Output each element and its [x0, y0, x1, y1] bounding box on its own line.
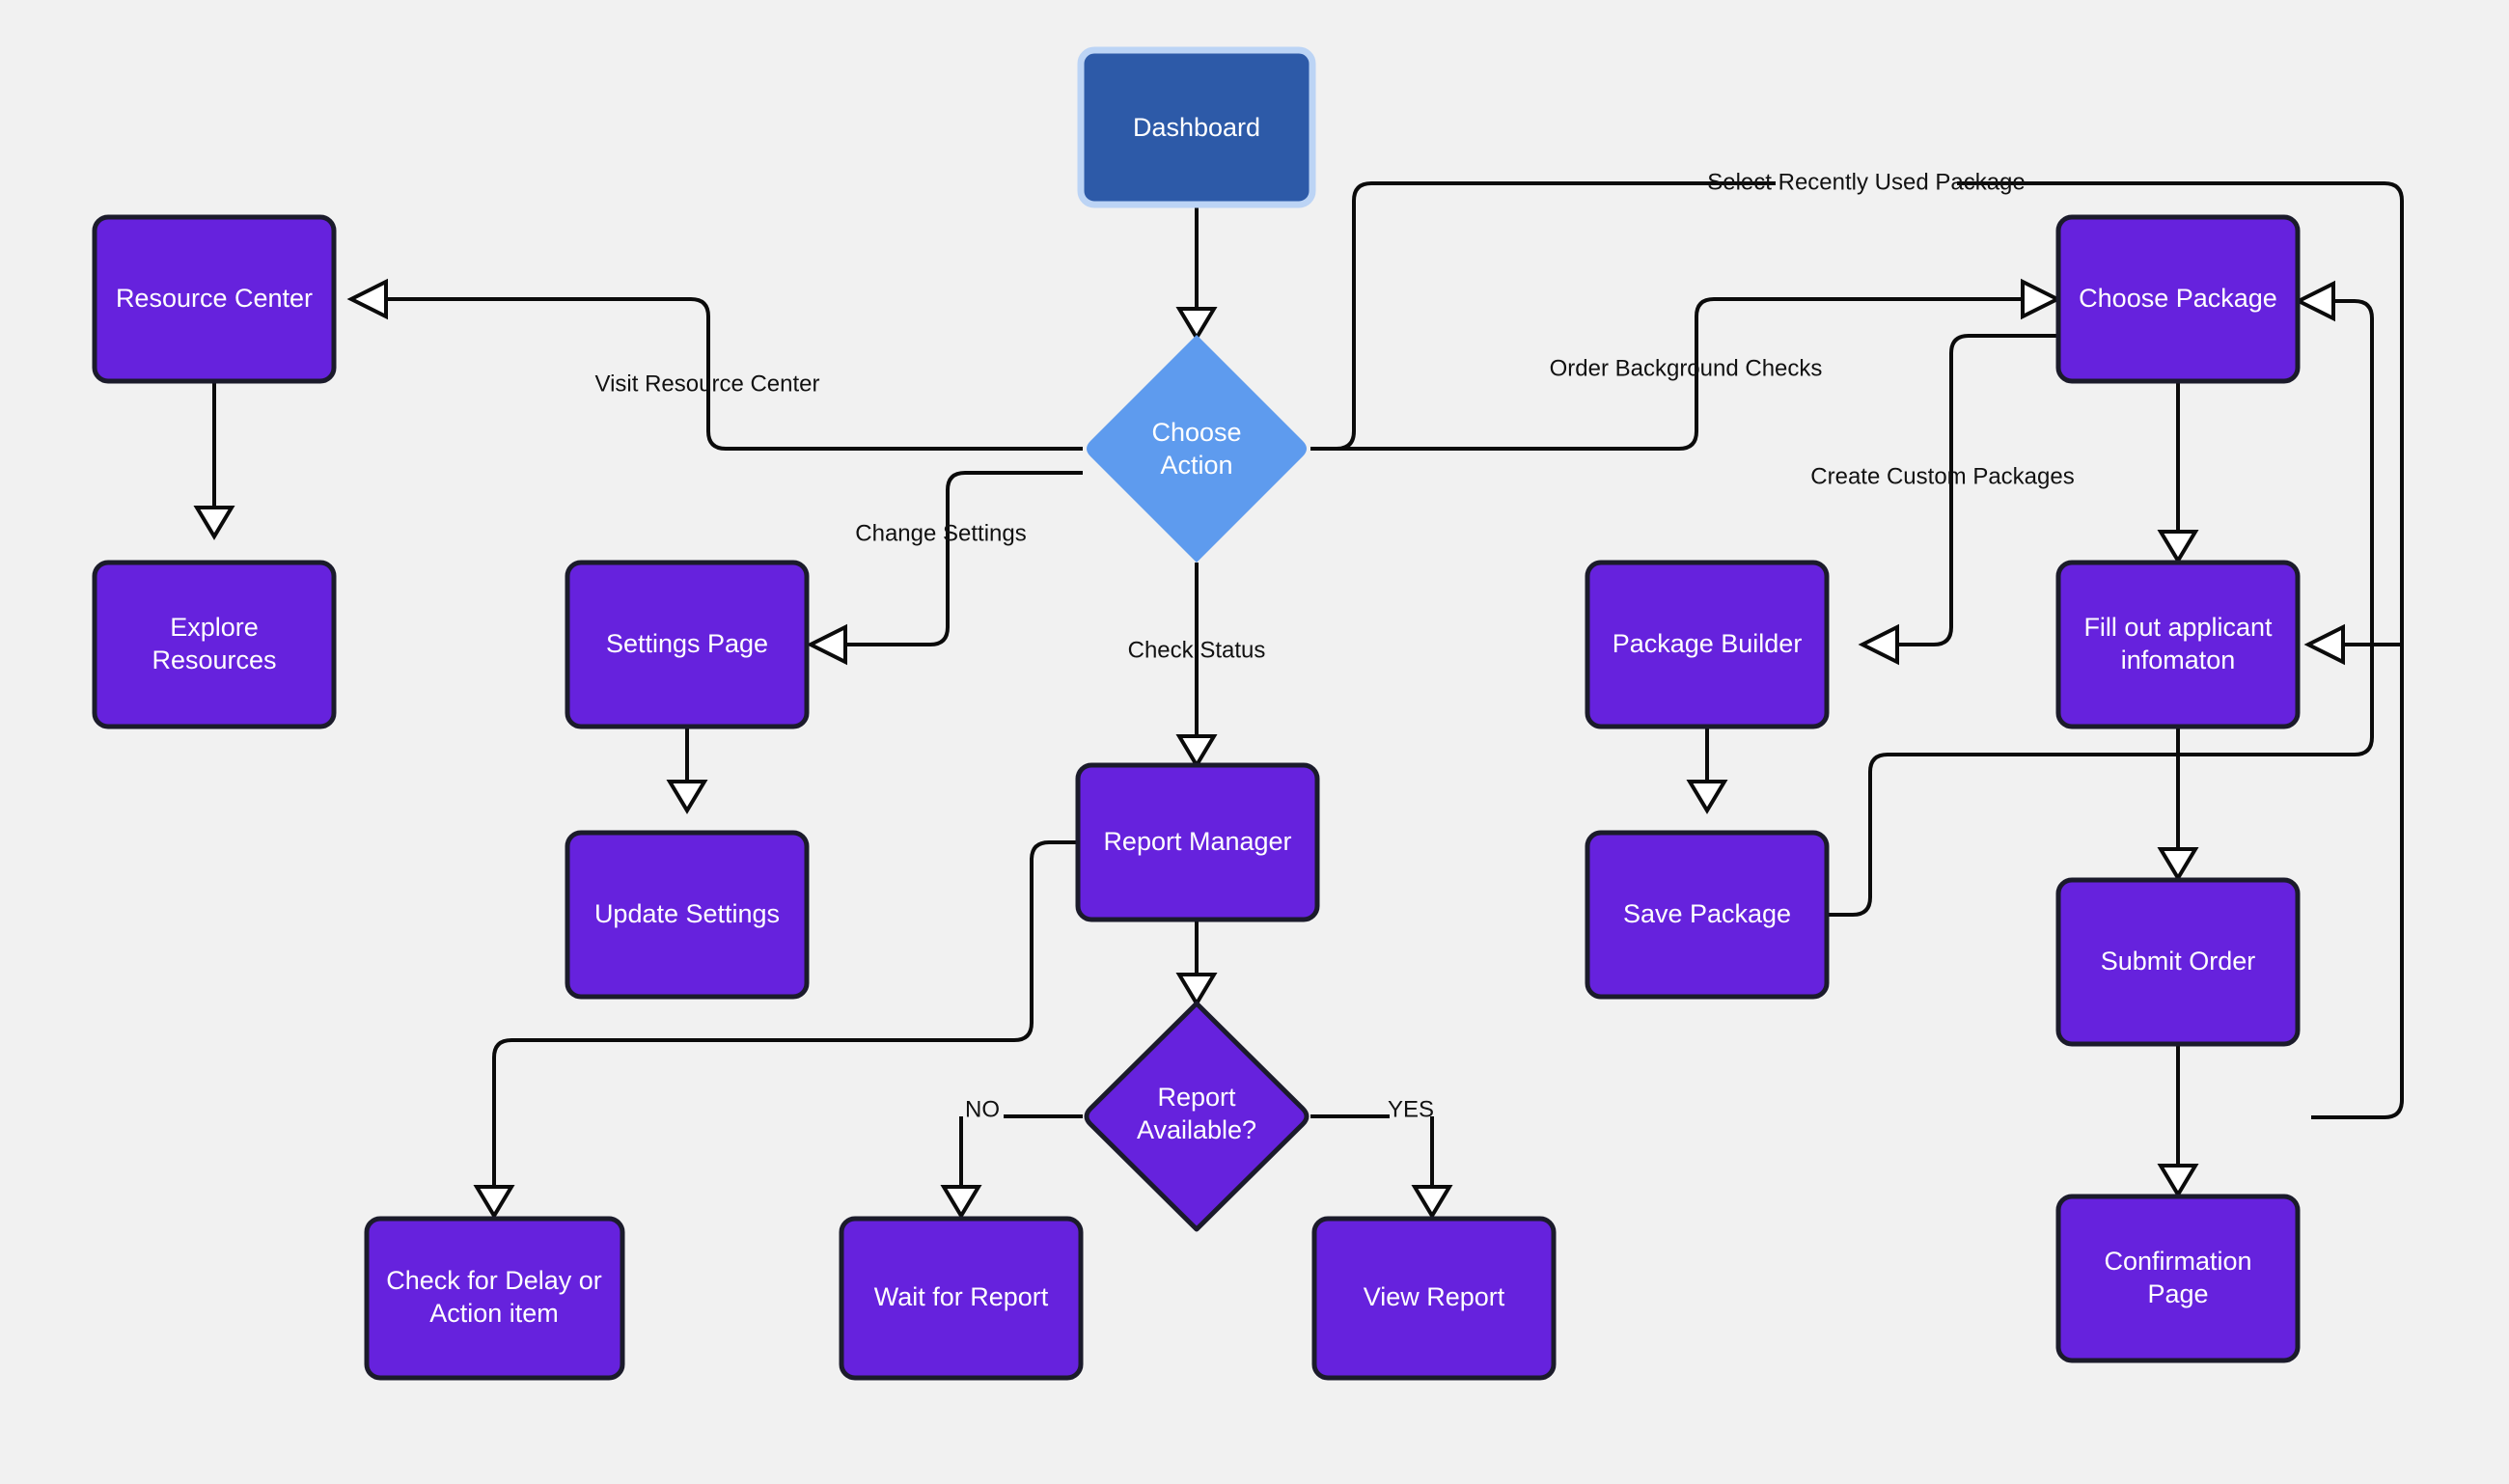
node-wait-report[interactable]: Wait for Report [839, 1216, 1084, 1381]
edge-dashboard-to-choose-action [1175, 205, 1218, 342]
edge-report-available-to-wait-report: NO [940, 1096, 1083, 1220]
node-submit-order[interactable]: Submit Order [2055, 877, 2301, 1047]
edge-submit-order-to-confirmation-page [2157, 1044, 2199, 1198]
node-package-builder[interactable]: Package Builder [1585, 560, 1830, 729]
edge-choose-action-to-choose-package: Order Background Checks [1310, 278, 2062, 451]
node-choose-package[interactable]: Choose Package [2055, 214, 2301, 384]
edge-choose-package-to-fill-applicant [2157, 381, 2199, 564]
node-settings-page[interactable]: Settings Page [565, 560, 810, 729]
edge-label-yes: YES [1388, 1096, 1434, 1122]
edge-package-builder-to-save-package [1686, 727, 1728, 814]
edge-report-manager-to-check-delay [473, 840, 1078, 1220]
edge-choose-action-to-resource-center: Visit Resource Center [346, 278, 1083, 451]
node-check-delay[interactable]: Check for Delay or Action item [364, 1216, 625, 1381]
edge-label-change-settings: Change Settings [855, 520, 1026, 546]
edge-return-loop-to-fill-applicant [2303, 299, 2405, 666]
edge-fill-applicant-to-submit-order [2157, 727, 2199, 882]
edge-choose-action-to-report-manager: Check Status [1128, 563, 1266, 769]
node-explore-resources[interactable]: Explore Resources [92, 560, 337, 729]
node-fill-applicant[interactable]: Fill out applicant infomaton [2055, 560, 2301, 729]
edge-label-visit-resource-center: Visit Resource Center [595, 371, 820, 397]
node-save-package[interactable]: Save Package [1585, 830, 1830, 1000]
node-resource-center[interactable]: Resource Center [92, 214, 337, 384]
node-report-available[interactable]: Report Available? [1084, 1001, 1310, 1232]
edge-save-package-to-choose-package [1827, 280, 2374, 917]
edge-label-create-custom-packages: Create Custom Packages [1810, 463, 2074, 489]
edge-label-order-background-checks: Order Background Checks [1550, 355, 1823, 381]
edge-label-no: NO [965, 1096, 1000, 1122]
edge-report-available-to-view-report: YES [1310, 1096, 1453, 1220]
node-view-report[interactable]: View Report [1311, 1216, 1557, 1381]
edge-choose-package-to-package-builder: Create Custom Packages [1810, 334, 2075, 666]
node-report-manager[interactable]: Report Manager [1075, 762, 1320, 922]
edge-choose-action-to-fill-applicant: Select Recently Used Package [1310, 169, 2404, 1119]
edge-choose-action-to-settings-page: Change Settings [806, 471, 1083, 666]
edge-report-manager-to-report-available [1175, 920, 1218, 1007]
edge-resource-center-to-explore-resources [193, 381, 235, 540]
node-confirmation-page[interactable]: Confirmation Page [2055, 1194, 2301, 1363]
edge-label-check-status: Check Status [1128, 637, 1266, 663]
node-dashboard[interactable]: Dashboard [1077, 46, 1316, 208]
node-update-settings[interactable]: Update Settings [565, 830, 810, 1000]
node-choose-action[interactable]: Choose Action [1087, 335, 1307, 563]
edge-label-select-recently-used-package: Select Recently Used Package [1707, 169, 2026, 195]
edge-settings-page-to-update-settings [666, 727, 708, 814]
